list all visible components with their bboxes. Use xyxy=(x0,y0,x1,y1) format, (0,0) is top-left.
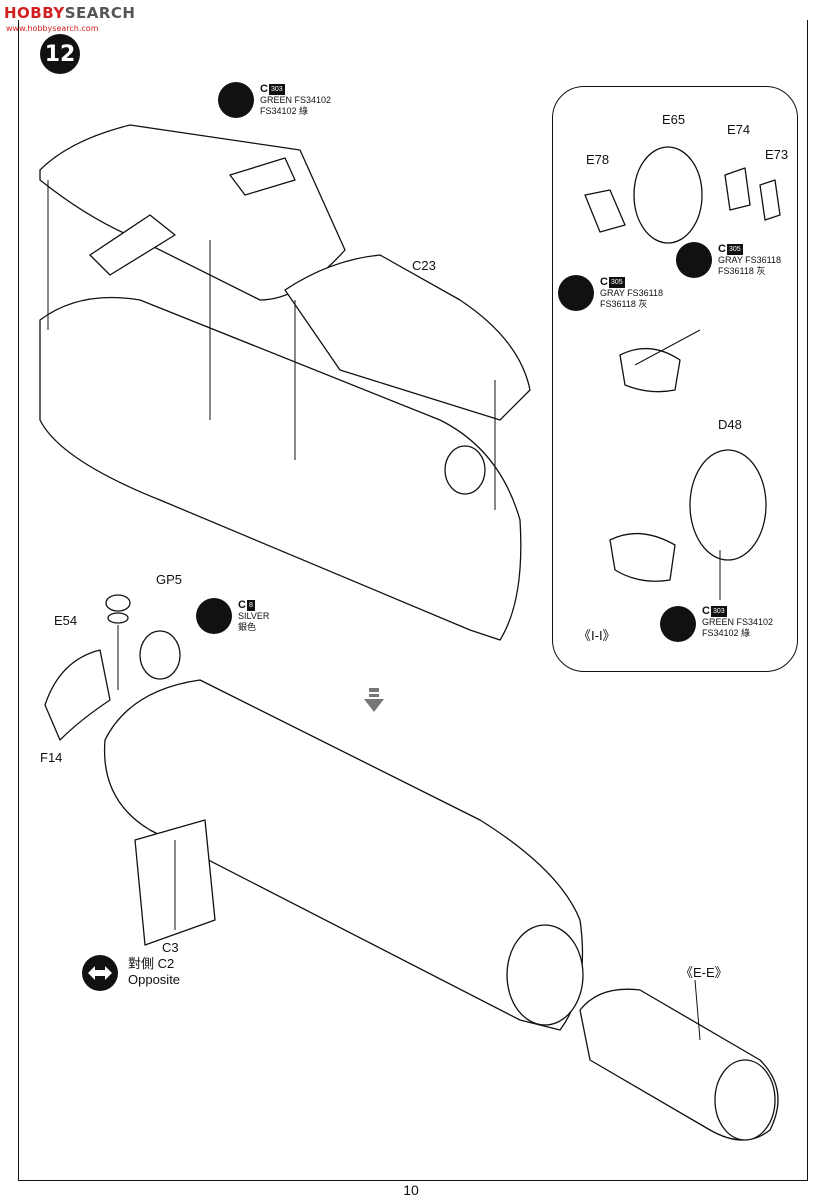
e73-part xyxy=(759,179,781,221)
e65-part xyxy=(633,146,703,244)
nose-wheel-bottom xyxy=(139,630,181,680)
double-arrow-icon xyxy=(82,955,118,991)
label-e74: E74 xyxy=(727,122,751,137)
inset-detail-box xyxy=(552,86,798,672)
paint-brush-icon xyxy=(196,598,232,634)
label-e78: E78 xyxy=(586,152,610,167)
e74-part xyxy=(724,167,751,211)
c23-panel xyxy=(284,254,531,421)
label-c3: C3 xyxy=(162,940,179,955)
label-c23: C23 xyxy=(412,258,436,273)
inset-assembly-lower xyxy=(609,532,676,582)
paint-brush-icon xyxy=(660,606,696,642)
section-ee: 《E-E》 xyxy=(680,965,728,980)
section-ii: 《I-I》 xyxy=(578,628,616,643)
watermark-brand: HOBBYSEARCH xyxy=(4,4,136,22)
label-gp5: GP5 xyxy=(156,572,183,587)
engine-face xyxy=(506,924,584,1026)
inset-assembly-upper xyxy=(619,347,681,393)
spar-panel xyxy=(39,124,346,301)
label-e73: E73 xyxy=(765,147,789,162)
gp5-part xyxy=(105,594,131,612)
e78-part xyxy=(584,189,626,233)
paint-brush-icon xyxy=(218,82,254,118)
page-number: 10 xyxy=(403,1182,419,1198)
lower-fuselage xyxy=(103,679,584,1031)
label-d48: D48 xyxy=(718,417,742,432)
label-f14: F14 xyxy=(40,750,63,765)
page-frame xyxy=(18,20,808,1181)
spar-arm-right xyxy=(229,157,296,196)
watermark-site: www.hobbysearch.com xyxy=(6,24,99,33)
d48-part xyxy=(689,449,767,561)
f14-intake xyxy=(44,649,111,741)
nose-wheel-top xyxy=(444,445,486,495)
step-number: 12 xyxy=(40,34,80,74)
upper-fuselage xyxy=(39,296,522,641)
e54-part xyxy=(107,612,129,624)
exhaust-opening xyxy=(714,1059,776,1141)
down-arrow-icon xyxy=(364,688,384,712)
label-e65: E65 xyxy=(662,112,686,127)
spar-arm-left xyxy=(89,214,176,276)
label-e54: E54 xyxy=(54,613,78,628)
paint-brush-icon xyxy=(676,242,712,278)
opposite-note: 對側 C2 Opposite xyxy=(128,956,181,987)
paint-brush-icon xyxy=(558,275,594,311)
